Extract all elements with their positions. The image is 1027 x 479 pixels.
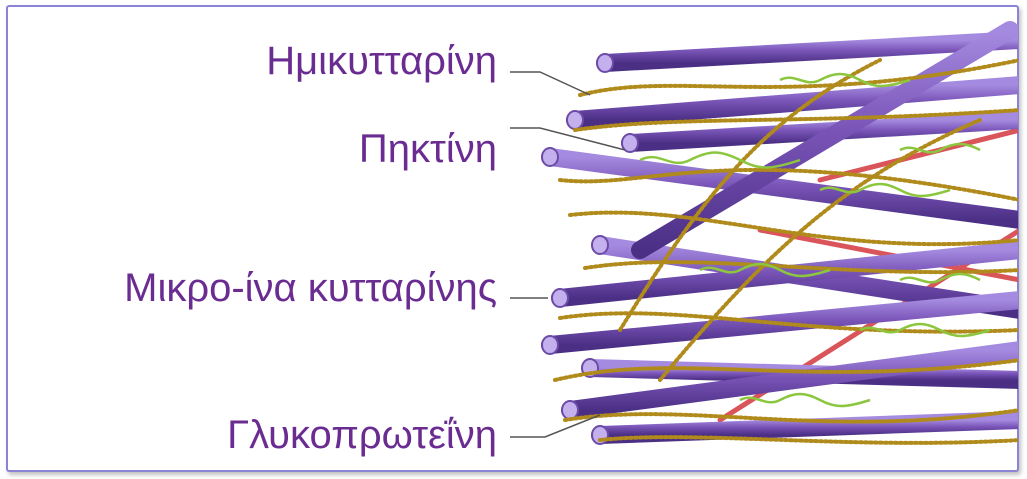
cellulose-microfibril-label: Μικρο-ίνα κυτταρίνης [124,265,497,311]
glycoprotein-label: Γλυκοπρωτεΐνη [227,412,497,458]
hemicellulose-label: Ημικυτταρίνη [266,38,497,84]
pectin-label: Πηκτίνη [359,126,497,172]
